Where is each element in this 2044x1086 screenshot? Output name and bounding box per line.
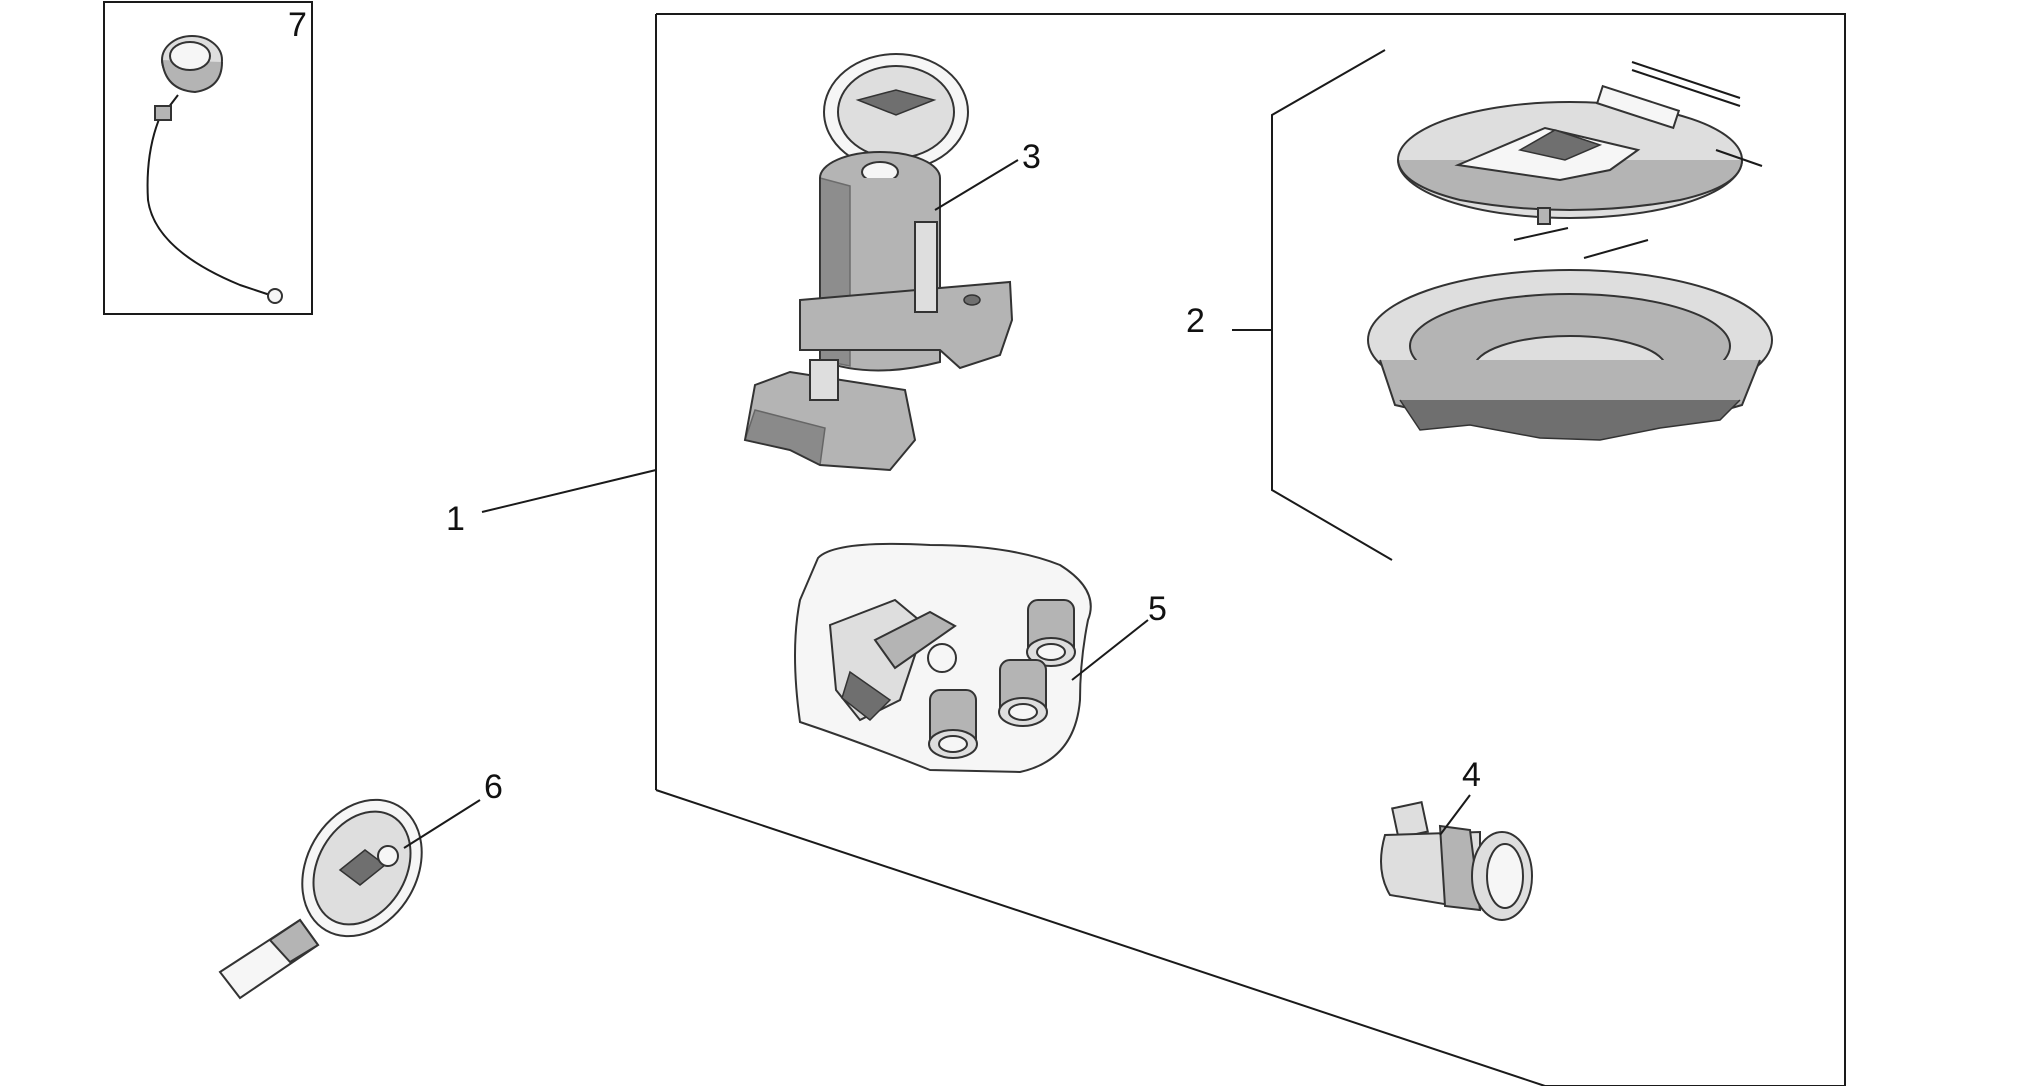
lock-barrel-illustration [1380,801,1533,921]
callout-3: 3 [1022,138,1041,176]
callout-6: 6 [484,768,503,806]
lock-kit-illustration [794,542,1092,774]
callout-7: 7 [288,6,307,44]
ignition-switch-illustration [743,53,1014,472]
callout-2: 2 [1186,302,1205,340]
callout-5: 5 [1148,590,1167,628]
callout-4: 4 [1462,756,1481,794]
assembly-frame [655,13,1846,1086]
fuel-cap-illustration [1367,61,1773,441]
inset-box-part-7 [103,1,313,315]
key-illustration [218,798,423,1000]
callout-1: 1 [446,500,465,538]
bracket-part-2 [1271,49,1393,561]
leader-lines [403,159,1471,849]
